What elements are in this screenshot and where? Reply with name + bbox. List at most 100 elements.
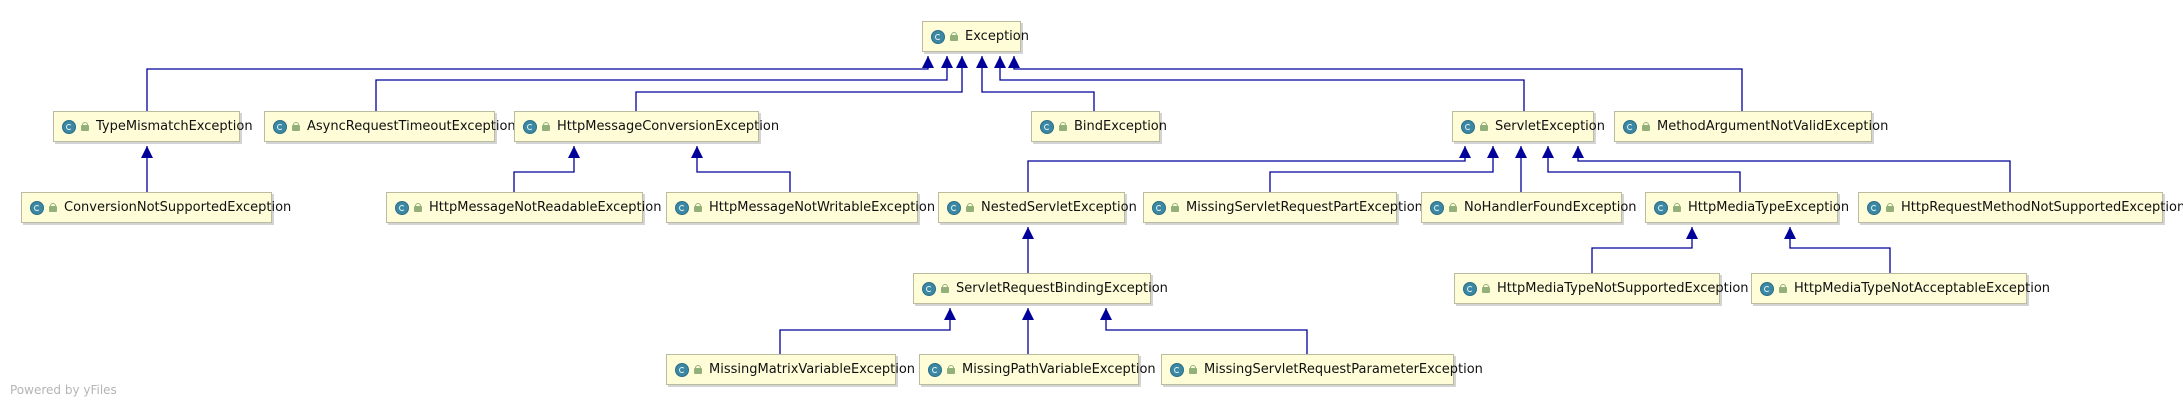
public-lock-icon [1059,122,1067,131]
node-missing-matrix-variable-exception[interactable]: MissingMatrixVariableException [666,354,915,385]
node-http-message-conversion-exception[interactable]: HttpMessageConversionException [514,111,779,142]
class-icon [675,200,689,215]
node-conversion-not-supported-exception[interactable]: ConversionNotSupportedException [21,192,291,223]
class-icon [1430,200,1444,215]
edge-http-msg-conversion-arrowhead [956,56,968,68]
public-lock-icon [950,32,958,41]
node-http-request-method-not-supported-exception[interactable]: HttpRequestMethodNotSupportedException [1858,192,2183,223]
edge-media-not-supported-arrowhead [1686,227,1698,239]
node-label: ServletRequestBindingException [956,281,1168,296]
node-servlet-request-binding-exception[interactable]: ServletRequestBindingException [913,273,1168,304]
edge-method-not-supported-arrowhead [1572,146,1584,158]
edge-bind-line [981,56,1095,111]
node-missing-path-variable-exception[interactable]: MissingPathVariableException [919,354,1156,385]
powered-by-footer: Powered by yFiles [10,383,117,397]
class-icon [675,362,689,377]
public-lock-icon [1171,203,1179,212]
edge-type-mismatch-line [146,56,929,111]
public-lock-icon [1480,122,1488,131]
node-http-media-type-not-supported-exception[interactable]: HttpMediaTypeNotSupportedException [1454,273,1749,304]
node-label: TypeMismatchException [96,119,253,134]
edge-async-timeout-arrowhead [941,56,953,68]
node-label: Exception [965,29,1029,44]
node-http-message-not-readable-exception[interactable]: HttpMessageNotReadableException [386,192,661,223]
class-icon [395,200,409,215]
edge-method-not-supported-line [1577,146,2011,192]
node-bind-exception[interactable]: BindException [1031,111,1167,142]
class-icon [273,119,287,134]
edge-method-arg-line [1013,56,1743,111]
class-icon [1760,281,1774,296]
class-icon [1461,119,1475,134]
node-missing-servlet-request-part-exception[interactable]: MissingServletRequestPartException [1143,192,1423,223]
node-no-handler-found-exception[interactable]: NoHandlerFoundException [1421,192,1637,223]
public-lock-icon [292,122,300,131]
node-label: NoHandlerFoundException [1464,200,1637,215]
node-nested-servlet-exception[interactable]: NestedServletException [938,192,1137,223]
edge-not-readable-arrowhead [568,146,580,158]
public-lock-icon [1779,284,1787,293]
class-icon [1040,119,1054,134]
edge-no-handler-arrowhead [1515,146,1527,158]
edge-nested-servlet-line [1027,146,1466,192]
edge-type-mismatch-arrowhead [922,56,934,68]
public-lock-icon [49,203,57,212]
node-label: MissingPathVariableException [962,362,1156,377]
class-icon [947,200,961,215]
public-lock-icon [1642,122,1650,131]
node-missing-servlet-request-parameter-exception[interactable]: MissingServletRequestParameterException [1161,354,1483,385]
class-icon [931,29,945,44]
edge-method-arg-arrowhead [1008,56,1020,68]
public-lock-icon [966,203,974,212]
edge-servlet-arrowhead [994,56,1006,68]
public-lock-icon [1673,203,1681,212]
node-async-request-timeout-exception[interactable]: AsyncRequestTimeoutException [264,111,516,142]
node-http-media-type-exception[interactable]: HttpMediaTypeException [1645,192,1849,223]
node-label: AsyncRequestTimeoutException [307,119,516,134]
edge-missing-param-line [1105,308,1308,354]
public-lock-icon [1189,365,1197,374]
node-label: BindException [1074,119,1167,134]
edge-media-not-acceptable-line [1789,227,1891,273]
public-lock-icon [941,284,949,293]
edge-media-not-acceptable-arrowhead [1784,227,1796,239]
class-icon [523,119,537,134]
node-label: ServletException [1495,119,1605,134]
public-lock-icon [947,365,955,374]
node-type-mismatch-exception[interactable]: TypeMismatchException [53,111,253,142]
node-exception[interactable]: Exception [922,21,1029,52]
class-icon [922,281,936,296]
edge-request-part-arrowhead [1487,146,1499,158]
node-label: HttpMessageNotReadableException [429,200,662,215]
public-lock-icon [694,365,702,374]
node-http-media-type-not-acceptable-exception[interactable]: HttpMediaTypeNotAcceptableException [1751,273,2050,304]
public-lock-icon [414,203,422,212]
edge-not-writable-line [696,146,791,192]
public-lock-icon [542,122,550,131]
class-icon [1654,200,1668,215]
edge-servlet-request-binding-arrowhead [1022,227,1034,239]
public-lock-icon [81,122,89,131]
node-method-argument-not-valid-exception[interactable]: MethodArgumentNotValidException [1614,111,1888,142]
edge-conversion-not-supported-arrowhead [141,146,153,158]
edge-not-readable-line [513,146,575,192]
node-label: NestedServletException [981,200,1137,215]
node-label: MissingServletRequestPartException [1186,200,1423,215]
node-label: HttpMediaTypeException [1688,200,1850,215]
edge-http-msg-conversion-line [635,56,963,111]
edge-missing-path-arrowhead [1022,308,1034,320]
edge-media-type-line [1547,146,1741,192]
public-lock-icon [1482,284,1490,293]
edge-missing-param-arrowhead [1100,308,1112,320]
node-label: HttpMessageNotWritableException [709,200,936,215]
node-http-message-not-writable-exception[interactable]: HttpMessageNotWritableException [666,192,935,223]
node-servlet-exception[interactable]: ServletException [1452,111,1605,142]
class-icon [30,200,44,215]
class-icon [1623,119,1637,134]
node-label: MethodArgumentNotValidException [1657,119,1889,134]
public-lock-icon [694,203,702,212]
node-label: HttpRequestMethodNotSupportedException [1901,200,2183,215]
public-lock-icon [1449,203,1457,212]
class-icon [1170,362,1184,377]
